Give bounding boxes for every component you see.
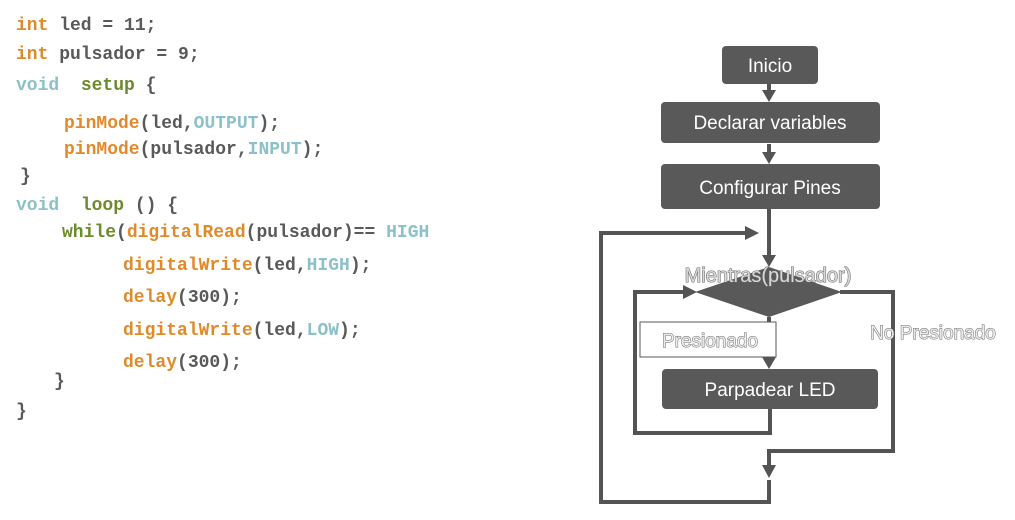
code-text: ); — [339, 321, 361, 341]
start-node: Inicio — [722, 46, 818, 84]
code-text: pulsador = 9; — [48, 45, 200, 65]
code-text: (300); — [177, 353, 242, 373]
code-text: ( — [116, 223, 127, 243]
code-line-8: while(digitalRead(pulsador)== HIGH — [62, 222, 429, 244]
no-presionado-label: No Presionado — [870, 323, 996, 344]
function-call: digitalRead — [126, 223, 246, 243]
constant: INPUT — [247, 140, 302, 160]
arrowhead — [745, 226, 759, 240]
connector-outer-loop — [599, 231, 771, 504]
declare-label: Declarar variables — [693, 113, 846, 134]
code-line-9: digitalWrite(led,HIGH); — [123, 255, 371, 277]
blink-led-node: Parpadear LED — [662, 369, 878, 409]
declare-variables-node: Declarar variables — [661, 102, 880, 143]
code-line-3: void setup { — [16, 75, 156, 97]
constant: OUTPUT — [193, 114, 259, 134]
decision-label: Mientras(pulsador) — [685, 265, 852, 287]
connector-no-branch — [767, 290, 895, 468]
code-text: ); — [258, 114, 281, 134]
code-line-7: void loop () { — [16, 195, 178, 217]
arrowhead — [762, 357, 776, 369]
constant: HIGH — [306, 256, 350, 276]
closing-brace: } — [54, 372, 65, 392]
arrowhead — [762, 152, 776, 164]
code-line-14: } — [16, 401, 27, 423]
code-text: () { — [124, 196, 179, 216]
code-line-12: delay(300); — [123, 352, 242, 374]
code-line-11: digitalWrite(led,LOW); — [123, 320, 361, 342]
code-text: (pulsador, — [139, 140, 248, 160]
code-text: led = 11; — [48, 16, 157, 36]
code-line-10: delay(300); — [123, 287, 242, 309]
code-text: (led, — [252, 321, 307, 341]
configure-label: Configurar Pines — [699, 178, 841, 199]
presionado-label: Presionado — [662, 331, 758, 352]
code-line-2: int pulsador = 9; — [16, 44, 200, 66]
arrowhead — [762, 465, 776, 478]
connector-inner-loop — [633, 290, 772, 435]
function-name: loop — [80, 196, 125, 216]
code-text: ); — [301, 140, 324, 160]
arrowhead — [762, 255, 776, 267]
constant: HIGH — [386, 223, 430, 243]
closing-brace: } — [20, 167, 31, 187]
function-call: pinMode — [64, 114, 140, 134]
constant: LOW — [306, 321, 340, 341]
arrowhead — [762, 90, 776, 102]
code-text: ); — [349, 256, 372, 276]
function-call: delay — [123, 288, 178, 308]
keyword-void: void — [16, 76, 60, 96]
function-call: digitalWrite — [123, 256, 253, 276]
function-call: delay — [123, 353, 178, 373]
code-line-4: pinMode(led,OUTPUT); — [64, 113, 280, 135]
code-text: { — [134, 76, 157, 96]
keyword-int: int — [16, 45, 49, 65]
code-listing: int led = 11; int pulsador = 9; void set… — [16, 15, 429, 423]
arrowhead — [683, 285, 697, 299]
code-line-13: } — [54, 371, 65, 393]
keyword-int: int — [16, 16, 49, 36]
code-text: (pulsador)== — [245, 223, 387, 243]
closing-brace: } — [16, 402, 27, 422]
configure-pins-node: Configurar Pines — [661, 164, 880, 209]
code-line-5: pinMode(pulsador,INPUT); — [64, 139, 323, 161]
function-call: pinMode — [64, 140, 140, 160]
function-call: digitalWrite — [123, 321, 253, 341]
code-line-1: int led = 11; — [16, 15, 156, 37]
code-text: (led, — [139, 114, 194, 134]
yes-branch-label: Presionado — [639, 321, 777, 358]
keyword-while: while — [62, 223, 117, 243]
keyword-void: void — [16, 196, 60, 216]
decision-node: Mientras(pulsador) — [684, 264, 852, 317]
code-text: (300); — [177, 288, 242, 308]
start-label: Inicio — [748, 56, 792, 77]
function-name: setup — [80, 76, 135, 96]
action-label: Parpadear LED — [705, 380, 836, 401]
code-line-6: } — [20, 166, 31, 188]
code-text: (led, — [252, 256, 307, 276]
